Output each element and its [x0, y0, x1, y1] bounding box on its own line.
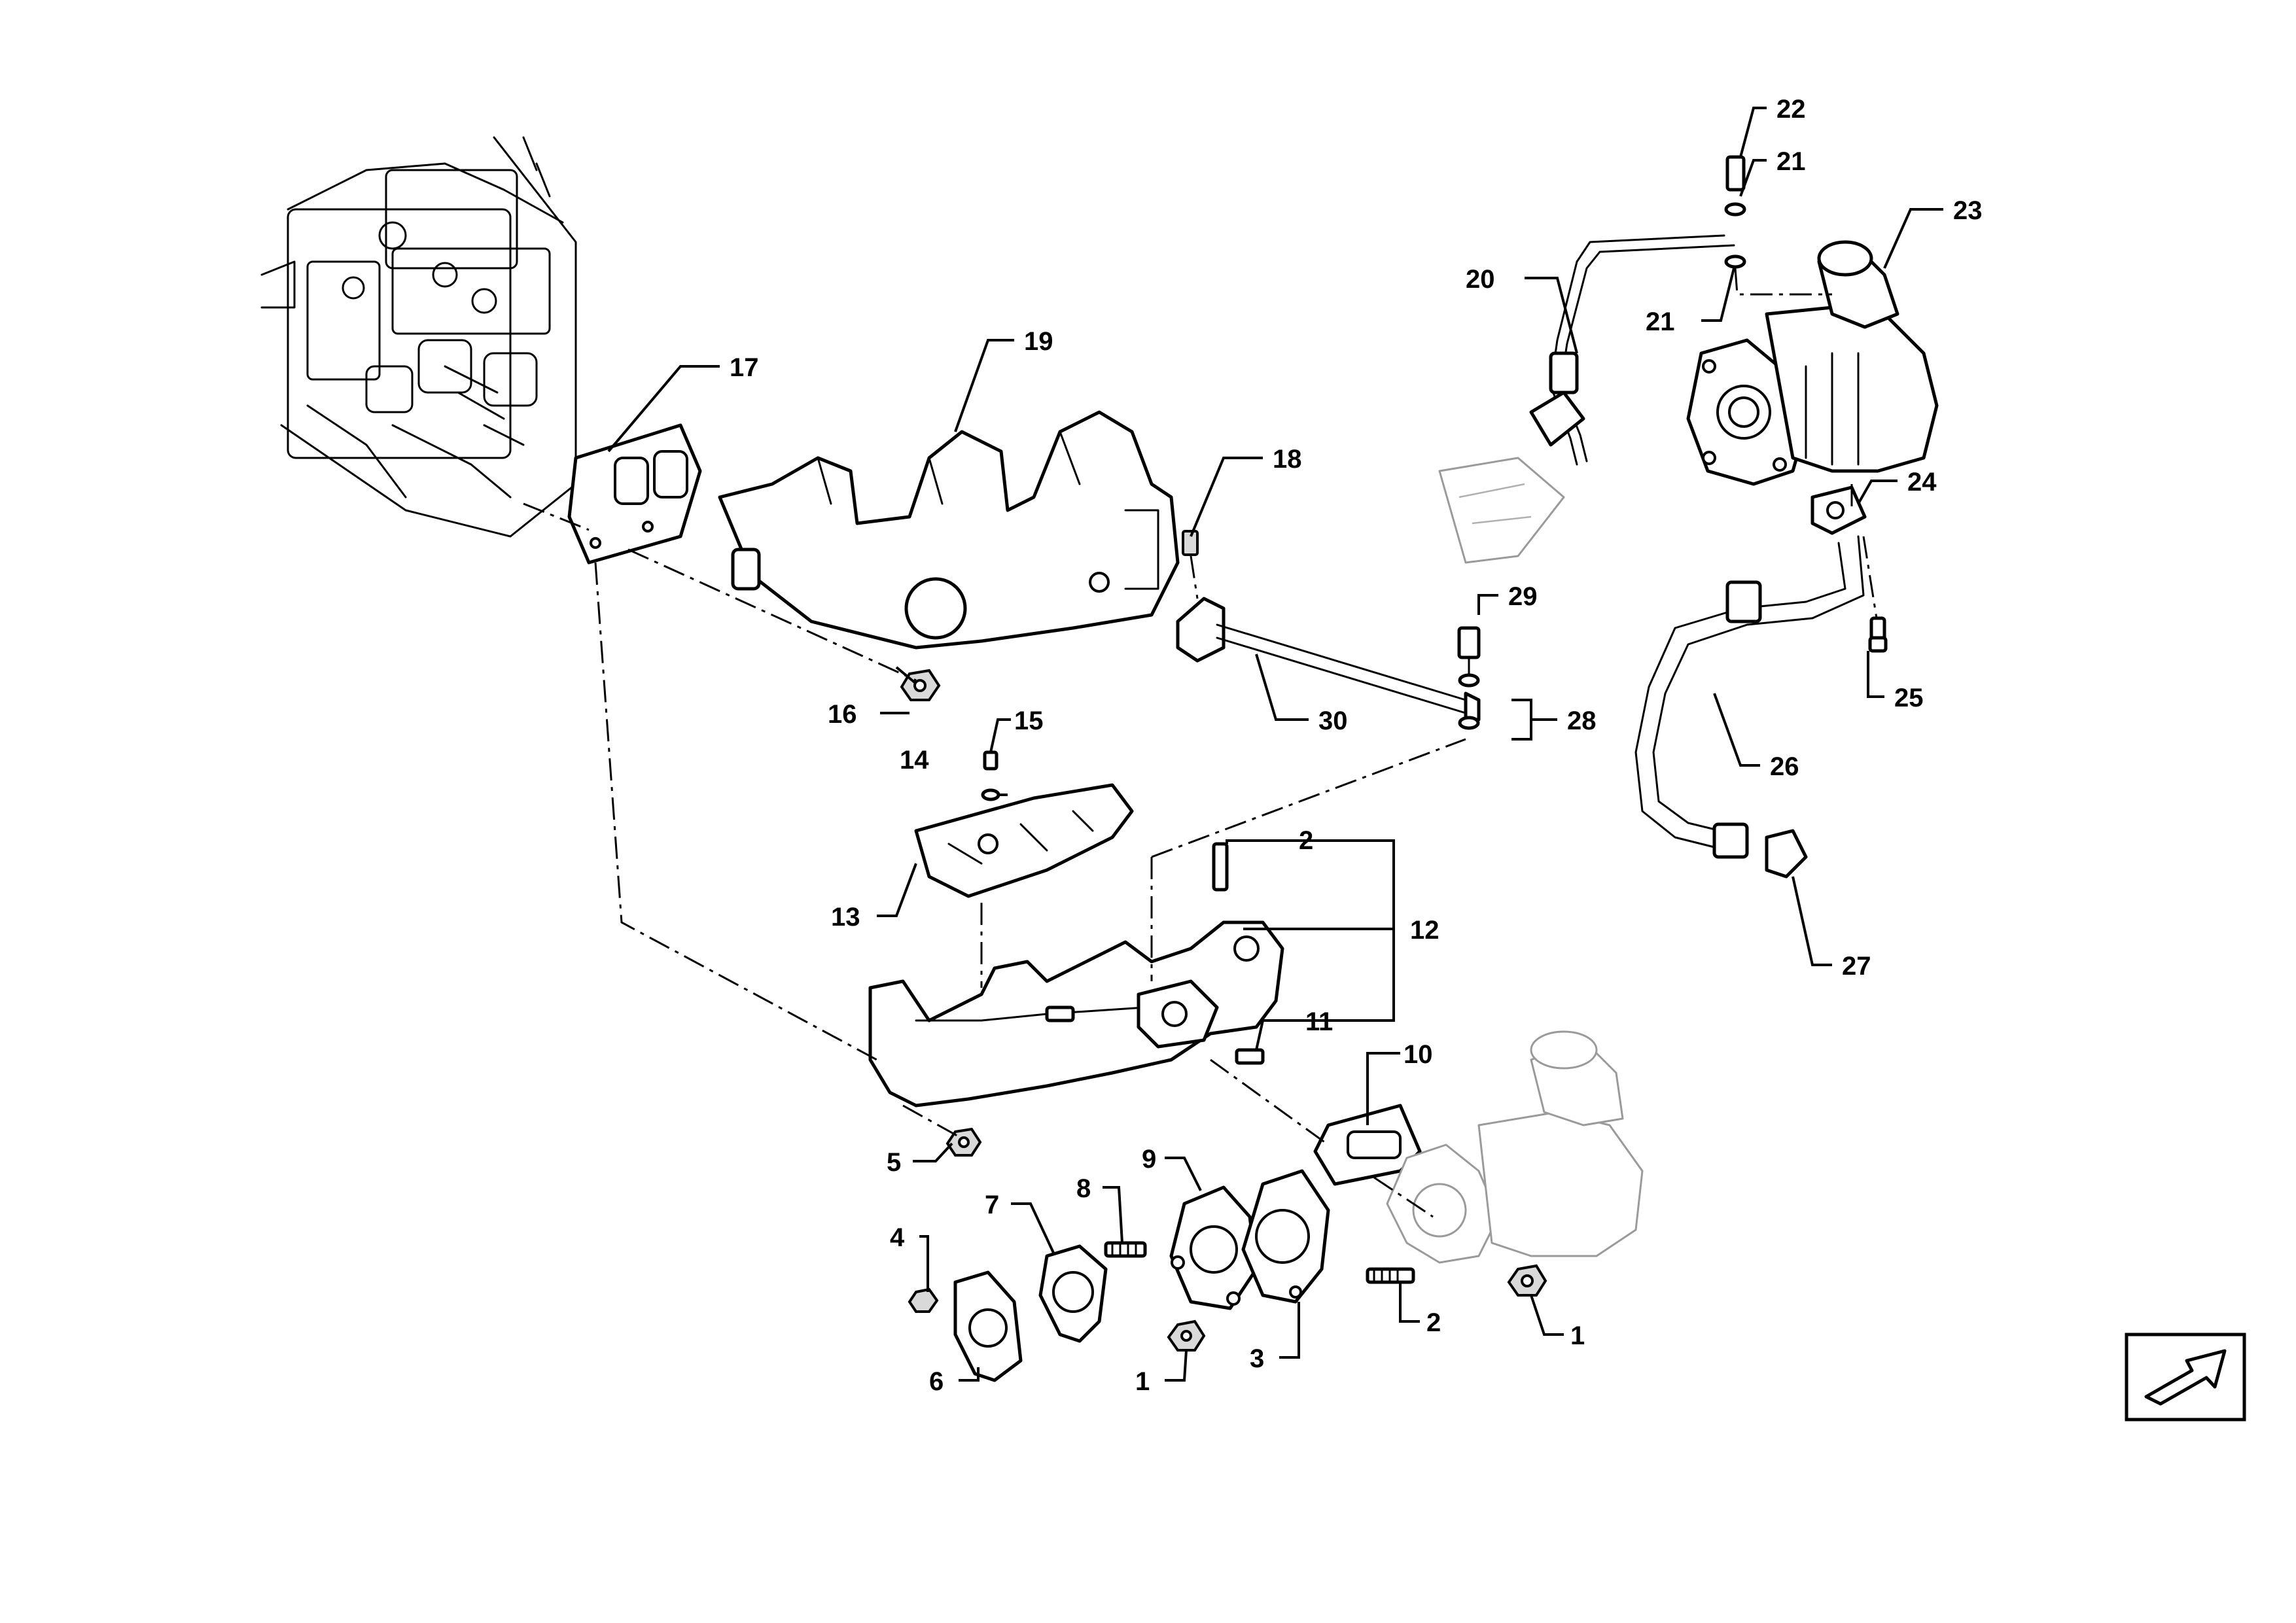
exhaust-manifold: [718, 410, 1180, 650]
nut-1-right: [1507, 1264, 1547, 1297]
callout-19: 19: [1024, 327, 1053, 356]
callout-5: 5: [887, 1148, 901, 1177]
callout-22: 22: [1776, 95, 1806, 124]
callout-17: 17: [730, 353, 759, 382]
callout-25: 25: [1894, 684, 1924, 712]
callout-24: 24: [1907, 468, 1937, 497]
callout-10: 10: [1404, 1040, 1433, 1069]
bracket-rod-30: [1176, 530, 1481, 722]
nut-4: [908, 1287, 939, 1313]
callout-labels: 1 1 2 2 3 4 5 6 7 8 9 10 11 12 13 14 15 …: [730, 95, 1983, 1396]
callout-8: 8: [1076, 1174, 1091, 1203]
callout-13: 13: [831, 903, 860, 932]
stud-8: [1104, 1241, 1147, 1258]
stud-2-lower: [1366, 1267, 1415, 1284]
flange-6: [953, 1270, 1023, 1382]
flange-9: [1169, 1185, 1258, 1310]
callout-16: 16: [828, 700, 857, 729]
oil-return-pipe-26: [1634, 485, 1888, 879]
callout-1-right: 1: [1570, 1321, 1585, 1350]
callout-29: 29: [1508, 582, 1538, 611]
gasket-3: [1241, 1169, 1330, 1304]
callout-4: 4: [890, 1223, 905, 1252]
callout-18: 18: [1273, 445, 1302, 474]
exhaust-manifold-gasket: [567, 423, 702, 565]
callout-28: 28: [1567, 707, 1597, 735]
callout-14: 14: [900, 746, 929, 775]
leader-lines: [607, 107, 1943, 1382]
callout-7: 7: [985, 1191, 999, 1219]
callout-21-lower: 21: [1646, 307, 1675, 336]
callout-9: 9: [1142, 1145, 1156, 1174]
callout-11: 11: [1305, 1007, 1333, 1036]
arrow-icon: [2144, 1349, 2227, 1406]
callout-6: 6: [929, 1367, 944, 1396]
callout-21-upper: 21: [1776, 147, 1806, 176]
callout-26: 26: [1770, 752, 1799, 781]
banjo-bolt-29: [1457, 626, 1481, 730]
heat-shield-13: [914, 750, 1134, 898]
oil-feed-pipe-20: [1529, 155, 1746, 466]
callout-23: 23: [1953, 196, 1983, 225]
callout-2-upper: 2: [1299, 826, 1313, 855]
callout-20: 20: [1466, 265, 1495, 294]
orientation-arrow-box: [2125, 1333, 2246, 1422]
turbocharger-reference: [1386, 1030, 1644, 1264]
nut-1-lower: [1167, 1319, 1206, 1352]
callout-3: 3: [1250, 1344, 1264, 1373]
stud-11: [1235, 1048, 1265, 1065]
callout-27: 27: [1842, 952, 1871, 981]
gasket-7: [1038, 1244, 1108, 1343]
engine-fitting-detail: [1438, 457, 1565, 564]
callout-30: 30: [1318, 707, 1348, 735]
engine-cylinder-head: [260, 136, 577, 538]
callout-2-lower: 2: [1426, 1308, 1441, 1337]
callout-1-lower: 1: [1135, 1367, 1150, 1396]
assembly-lines: [523, 268, 1878, 1218]
callout-15: 15: [1014, 707, 1044, 735]
turbocharger-23: [1686, 240, 1939, 486]
callout-12: 12: [1410, 916, 1439, 945]
